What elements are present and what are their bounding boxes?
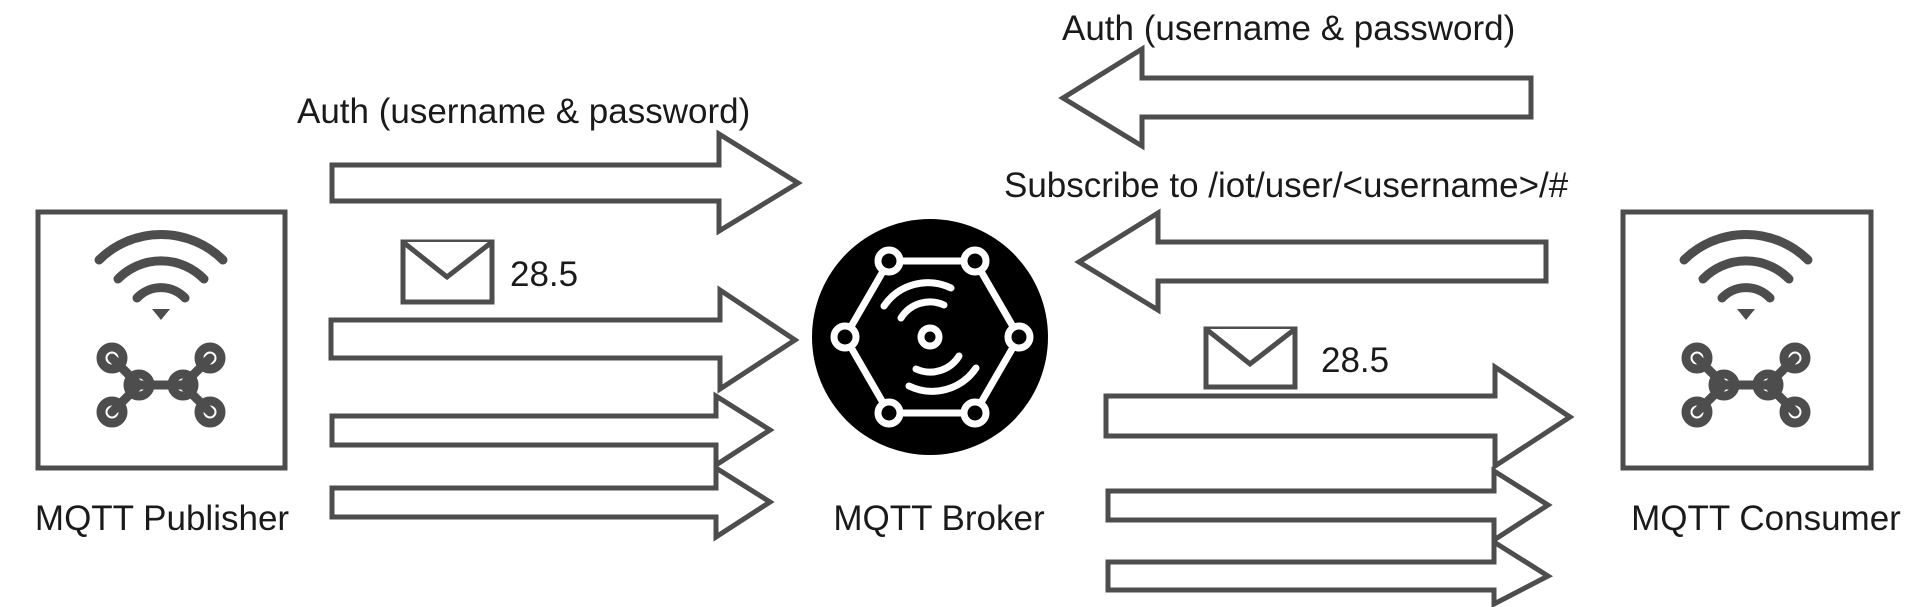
consumer-label: MQTT Consumer [1631, 499, 1901, 538]
publisher-box [35, 209, 288, 471]
consumer-subscribe-arrow [1074, 208, 1549, 315]
consumer-node: MQTT Consumer [1620, 209, 1901, 538]
consumer-subscribe-label: Subscribe to /iot/user/<username>/# [1004, 166, 1569, 205]
consumer-auth-arrow [1058, 44, 1534, 151]
consumer-stream-arrow-1 [1105, 466, 1553, 545]
publisher-auth-arrow [329, 129, 803, 236]
consumer-stream-arrow-2 [1105, 537, 1554, 607]
publisher-message-envelope [400, 239, 495, 305]
publisher-label: MQTT Publisher [35, 499, 289, 538]
consumer-deliver-arrow [1103, 362, 1575, 471]
broker-node: MQTT Broker [812, 219, 1048, 538]
consumer-auth-label: Auth (username & password) [1062, 9, 1515, 48]
consumer-box [1620, 209, 1874, 471]
publisher-node: MQTT Publisher [35, 209, 289, 538]
mqtt-broker-icon [812, 219, 1048, 455]
consumer-message-value: 28.5 [1321, 341, 1389, 380]
publisher-stream-arrow-2 [329, 463, 775, 542]
broker-label: MQTT Broker [833, 499, 1045, 538]
publisher-stream-arrow-1 [329, 391, 775, 470]
consumer-message-envelope [1203, 326, 1298, 390]
publisher-publish-arrow [328, 285, 800, 394]
publisher-auth-label: Auth (username & password) [297, 92, 750, 131]
publisher-message-value: 28.5 [510, 255, 578, 294]
